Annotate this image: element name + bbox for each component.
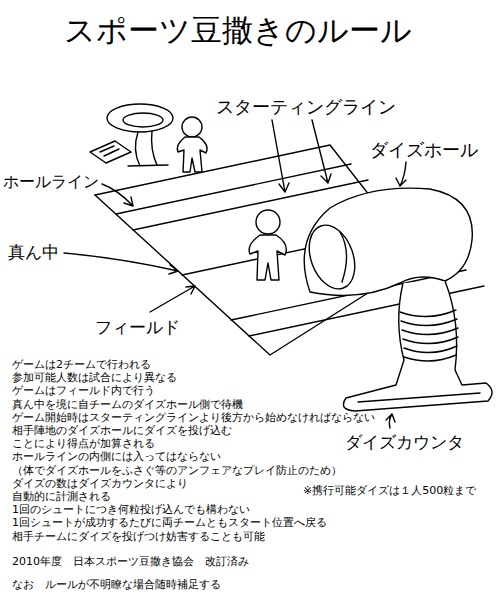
dais-counter	[343, 281, 492, 411]
far-dais-hole	[90, 104, 173, 166]
rule-text: ことにより得点が加算される	[12, 437, 155, 450]
callout-label: フィールド	[95, 317, 180, 337]
rule-text: 相手チームにダイズを投げつけ妨害することも可能	[12, 530, 265, 543]
footer-text: 2010年度 日本スポーツ豆撒き協会 改訂済み	[12, 555, 249, 568]
callout-label: ダイズホール	[370, 139, 478, 161]
hole-line	[116, 164, 351, 214]
footer-text: なお ルールが不明瞭な場合随時補足する	[12, 578, 221, 591]
rule-text: 自動的に計測される	[12, 490, 111, 503]
note-text: ※携行可能ダイズは１人500粒まで	[303, 484, 476, 497]
title: スポーツ豆撒きのルール	[64, 12, 412, 49]
rule-text: ゲームは2チームで行われる	[12, 358, 151, 371]
rule-text: ダイズの数はダイズカウンタにより	[12, 477, 188, 490]
player	[249, 210, 286, 280]
rule-text: 1回シュートが成功するたびに両チームともスタート位置へ戻る	[12, 516, 327, 529]
rule-text: ゲームはフィールド内で行う	[12, 384, 155, 397]
callout-label: スターティングライン	[216, 96, 396, 118]
rule-text: 1回のシュートにつき何粒投げ込んでも構わない	[12, 503, 250, 516]
callout-label: 真ん中	[8, 242, 59, 262]
callout-label: ホールライン	[3, 172, 99, 191]
rule-text: ゲーム開始時はスターティングラインより後方から始めなければならない	[12, 411, 375, 424]
rule-text: ホールラインの内側には入ってはならない	[12, 450, 221, 463]
rule-text: 相手陣地のダイズホールにダイズを投げ込む	[12, 424, 232, 437]
dais-hole	[301, 188, 472, 295]
player	[177, 117, 207, 172]
callout-label: ダイズカウンタ	[345, 432, 464, 452]
rule-text: 参加可能人数は試合により異なる	[12, 371, 177, 384]
rule-text: 真ん中を境に自チームのダイズホール側で待機	[12, 398, 243, 411]
rule-text: （体でダイズホールをふさぐ等のアンフェアなプレイ防止のため）	[12, 464, 342, 477]
